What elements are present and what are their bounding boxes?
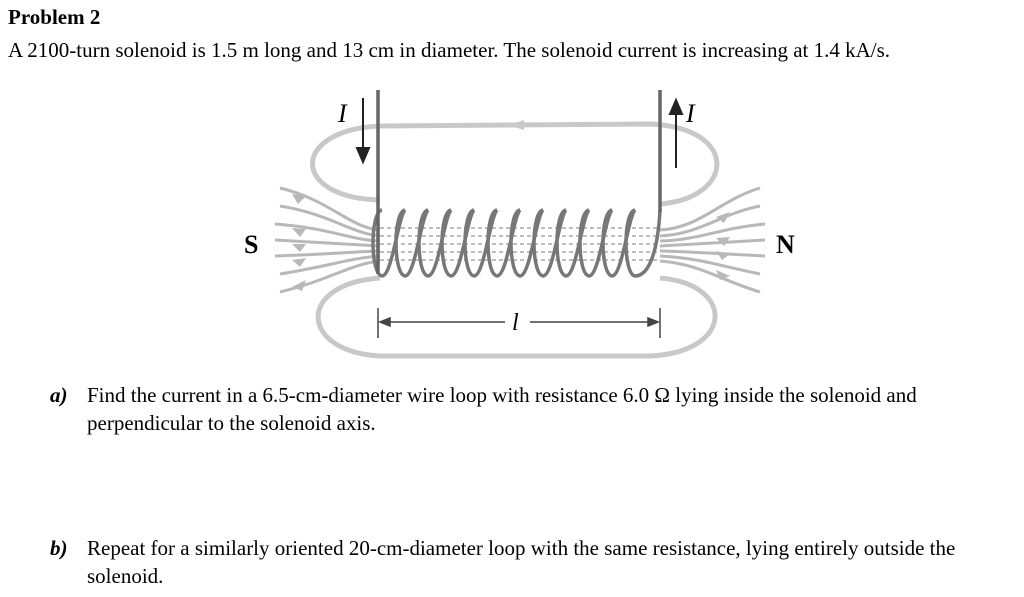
field-arrow-top [508,120,524,130]
solenoid-figure: S N I I l [230,88,810,378]
label-current-right: I [685,99,696,128]
part-a-text: Find the current in a 6.5-cm-diameter wi… [87,383,917,435]
field-arrows-left [292,194,306,291]
solenoid-diagram: S N I I l [244,90,795,359]
field-lines-right [659,186,766,294]
solenoid-coils [371,208,662,278]
part-b-label: b) [50,536,68,560]
label-length: l [512,310,519,336]
label-S: S [244,230,258,259]
part-b: b) Repeat for a similarly oriented 20-cm… [50,534,1010,590]
part-a-label: a) [50,383,68,407]
interior-field-lines [380,227,660,261]
field-loop-bottom [315,275,718,359]
field-lines-left [274,186,381,294]
part-a: a) Find the current in a 6.5-cm-diameter… [50,381,1010,437]
current-arrow-left [355,98,371,165]
field-loop-top [310,121,720,207]
label-current-left: I [337,99,348,128]
problem-statement: A 2100-turn solenoid is 1.5 m long and 1… [8,38,891,62]
label-N: N [776,230,795,259]
field-arrows-right [716,212,730,280]
lead-wires [376,90,662,274]
current-arrow-right [668,97,684,168]
part-b-text: Repeat for a similarly oriented 20-cm-di… [87,536,956,588]
length-indicator [377,308,661,338]
problem-title: Problem 2 [8,5,101,29]
